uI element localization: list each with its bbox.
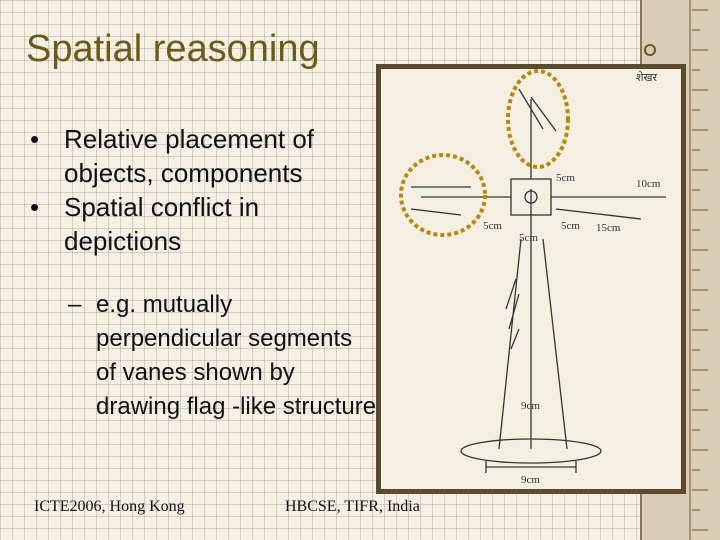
annotation-10cm: 10cm [636,178,661,190]
bullet-text: Spatial conflict in depictions [64,192,260,256]
bullet-marker: • [30,192,40,222]
ruler-ticks [644,0,708,540]
annotation-5cm-c: 5cm [483,220,502,232]
annotation-5cm-a: 5cm [556,172,575,184]
windmill-sketch: शेखर 5cm 10cm 5cm 5cm 5cm 15cm 9cm 9cm [399,69,666,486]
highlight-left-vane [399,153,487,237]
annotation-5cm-d: 5cm [519,232,538,244]
annotation-9cm-a: 9cm [521,400,540,412]
drawing-top-label: शेखर [636,71,657,84]
footer-left: ICTE2006, Hong Kong [34,498,185,515]
sub-bullet-marker: – [68,291,82,318]
annotation-5cm-e: 5cm [561,220,580,232]
sub-bullet: – e.g. mutually perpendicular segments o… [68,288,378,424]
bullet-item: • Spatial conflict in depictions [30,190,382,258]
bullet-item: • Relative placement of objects, compone… [30,122,382,190]
annotation-15cm: 15cm [596,222,621,234]
highlight-top-vane [506,69,570,169]
slide-title: Spatial reasoning [26,28,320,70]
bullet-list: • Relative placement of objects, compone… [30,122,382,258]
bullet-marker: • [30,124,40,154]
footer-right: HBCSE, TIFR, India [285,498,420,515]
student-drawing-photo: शेखर 5cm 10cm 5cm 5cm 5cm 15cm 9cm 9cm [376,64,686,494]
bullet-text: Relative placement of objects, component… [64,124,315,188]
drawing-paper: शेखर 5cm 10cm 5cm 5cm 5cm 15cm 9cm 9cm [381,69,681,489]
annotation-9cm-b: 9cm [521,474,540,486]
sub-bullet-text: e.g. mutually perpendicular segments of … [96,291,377,420]
